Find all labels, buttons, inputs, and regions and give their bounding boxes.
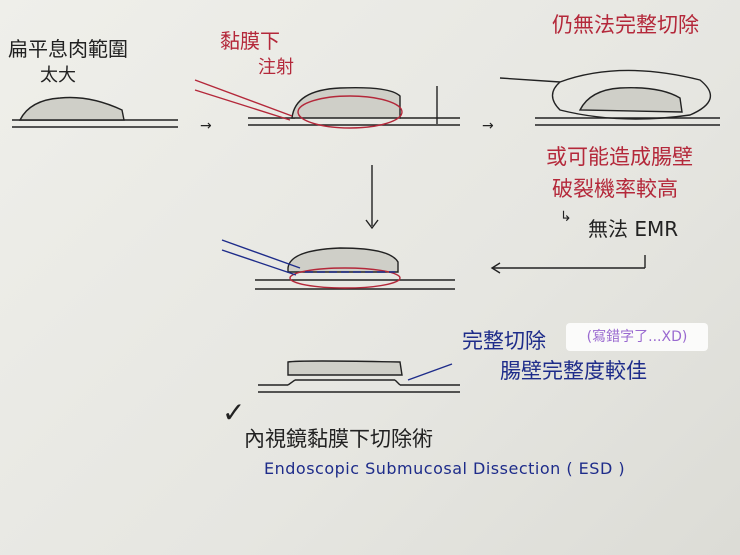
result-label-line1: 完整切除 xyxy=(462,329,546,353)
step2-label-line1: 黏膜下 xyxy=(220,29,280,53)
result-label-line2: 腸壁完整度較佳 xyxy=(500,359,647,383)
resected-wall-5 xyxy=(258,360,460,393)
injection-wall-2 xyxy=(194,79,460,129)
snare-wall-3 xyxy=(499,69,720,126)
esd-title-zh: 內視鏡黏膜下切除術 xyxy=(244,427,433,451)
corner-arrow-icon: ↳ xyxy=(560,209,572,225)
step2-label-line2: 注射 xyxy=(258,57,294,78)
no-emr-conclusion: 無法 EMR xyxy=(588,217,679,241)
typo-note: (寫錯字了...XD) xyxy=(566,323,708,351)
step1-label-line2: 太大 xyxy=(40,65,76,86)
step1-label-line1: 扁平息肉範圍 xyxy=(8,37,128,61)
check-mark-icon: ✓ xyxy=(222,396,246,429)
arrow-2: → xyxy=(482,118,494,134)
arrow-1: → xyxy=(200,118,212,134)
dissection-wall-4 xyxy=(221,239,455,290)
esd-title-en: Endoscopic Submucosal Dissection ( ESD ) xyxy=(264,459,626,478)
step3-label: 仍無法完整切除 xyxy=(552,13,699,37)
risk-line1: 或可能造成腸壁 xyxy=(546,145,693,169)
flat-polyp-wall-1 xyxy=(12,96,178,128)
risk-line2: 破裂機率較高 xyxy=(552,177,678,201)
